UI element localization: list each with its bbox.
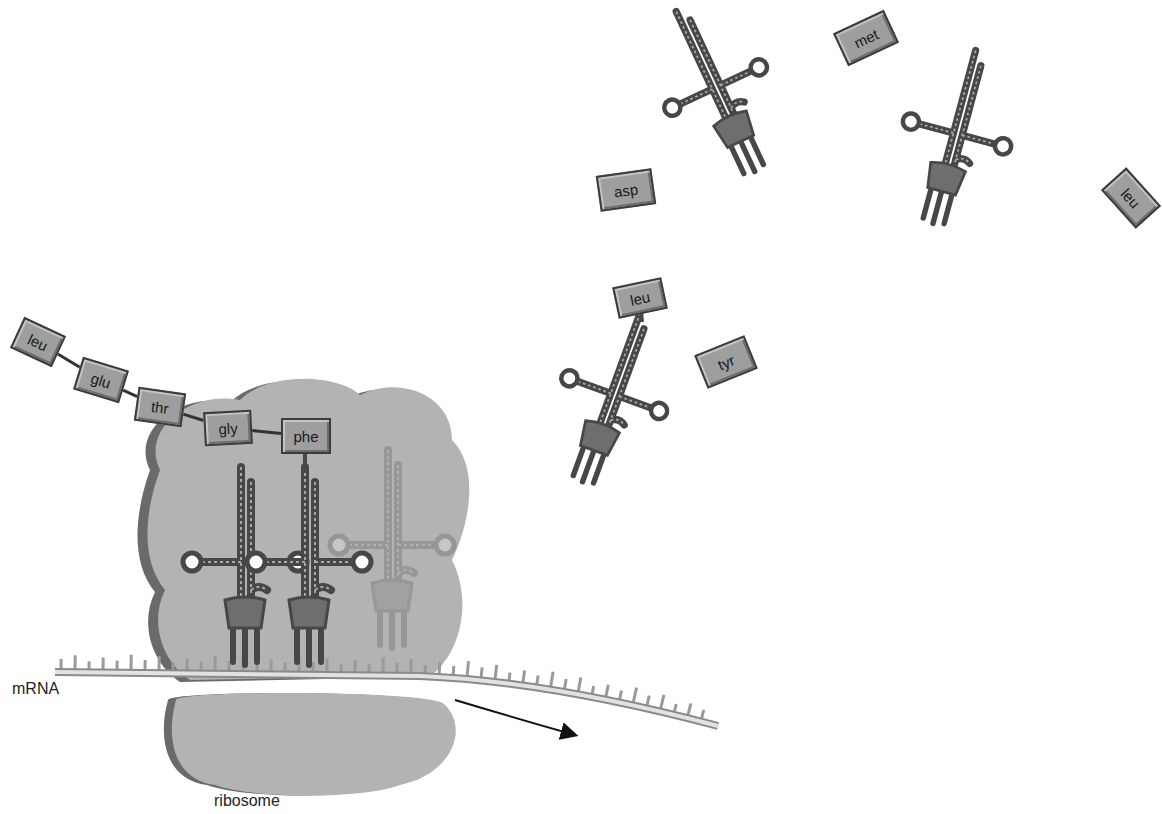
peptide-bond [58,354,80,367]
trna-molecule [629,0,805,195]
trna-molecule [247,467,371,665]
amino-acid-label: leu [1118,185,1144,211]
ribosome-large-subunit [148,379,470,680]
amino-acid-label: phe [293,428,318,445]
trna-molecule [879,37,1033,238]
amino-acid-label: tyr [715,351,737,373]
mrna-strand [55,672,718,726]
peptide-bond [183,414,203,420]
amino-acid-box: leu [1101,167,1161,228]
amino-acid-box: phe [281,418,331,454]
amino-acid-box: gly [203,410,253,446]
amino-acid-label: leu [25,330,50,354]
amino-acid-box: thr [134,387,186,427]
trna-molecule [530,295,696,501]
amino-acid-box: glu [73,357,129,404]
amino-acid-box: tyr [694,335,758,389]
peptide-bond [123,390,137,397]
part-label: mRNA [12,680,59,698]
amino-acid-box: leu [612,277,668,319]
amino-acid-label: thr [150,397,170,416]
amino-acid-box: asp [596,168,656,211]
ribosome-small-subunit [172,693,456,795]
part-label: ribosome [214,792,280,810]
mrna-strand [55,672,718,726]
amino-acid-label: glu [89,369,113,391]
mrna-bases [61,655,704,722]
trna-molecule [330,450,454,648]
amino-acid-label: met [851,25,881,51]
amino-acid-box: leu [10,317,66,367]
amino-acid-box: met [833,10,899,66]
trna-attachment [303,452,307,470]
direction-arrow [455,700,575,735]
amino-acid-label: asp [613,180,639,200]
amino-acid-label: gly [218,419,238,437]
amino-acid-label: leu [628,288,651,309]
peptide-bond [252,430,281,433]
